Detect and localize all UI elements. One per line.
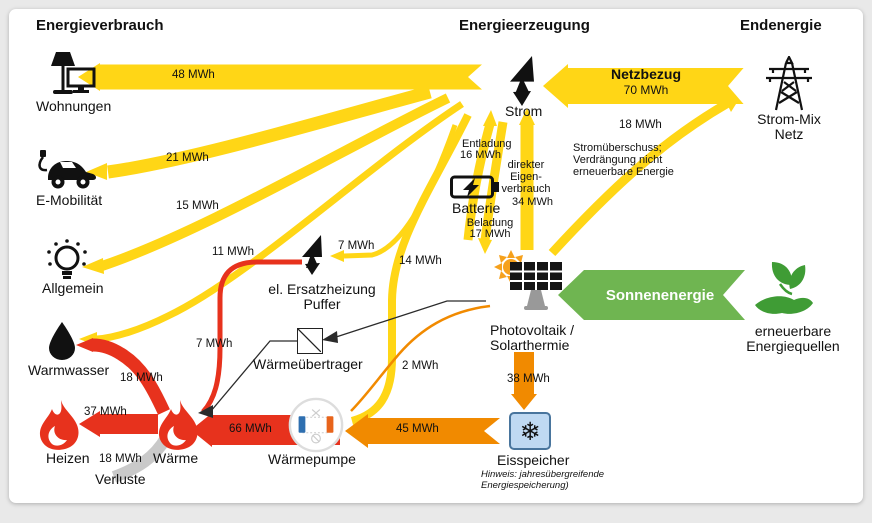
label-waermeuebertrager: Wärmeübertrager: [253, 356, 363, 372]
arrow-eigenverbrauch: [519, 108, 535, 125]
value-15mwh: 15 MWh: [176, 200, 219, 212]
flow-strom-to-waermepumpe: [350, 113, 472, 425]
waermeuebertrager-box: [297, 328, 323, 354]
arrow-netzbezug: [543, 64, 568, 108]
label-photovoltaik: Photovoltaik /: [490, 322, 575, 338]
sonnenenergie-label: Sonnenenergie: [605, 287, 715, 304]
flow-strom-to-allgemein: [100, 93, 451, 271]
heizen-flame-icon: [38, 400, 84, 455]
value-11mwh: 11 MWh: [212, 246, 254, 258]
label-strom: Strom: [505, 103, 543, 119]
arrow-ueberschuss: [722, 94, 741, 112]
notch-eisspeicher-band: [484, 418, 500, 444]
ueberschuss-line3: erneuerbare Energie: [573, 166, 674, 178]
flow-stromueberschuss: [548, 99, 731, 257]
value-45mwh: 45 MWh: [396, 423, 439, 435]
value-2mwh: 2 MWh: [402, 360, 439, 372]
eigenverbrauch-line3: verbrauch: [501, 183, 551, 195]
label-erneuerbare: erneuerbare: [754, 323, 832, 339]
value-21mwh: 21 MWh: [166, 152, 209, 164]
flow-ersatzheizung-to-waerme: [201, 259, 302, 414]
label-ersatzheizung: el. Ersatzheizung: [268, 281, 376, 297]
arrow-heizen: [79, 411, 100, 437]
header-energieverbrauch: Energieverbrauch: [36, 17, 164, 34]
label-netz: Netz: [774, 126, 804, 142]
label-waerme: Wärme: [153, 450, 199, 466]
entladung-value: 16 MWh: [460, 149, 501, 161]
beladung-label: Beladung: [466, 217, 514, 229]
notch-netzbezug-band: [728, 64, 747, 108]
label-emobilitaet: E-Mobilität: [36, 192, 103, 208]
flow-strom-to-warmwasser: [96, 101, 464, 343]
flow-solarthermie: [350, 304, 491, 412]
value-7mwh-ersatz-out: 7 MWh: [196, 338, 233, 350]
arrow-eisspeicher-in: [511, 394, 537, 410]
line-pv-to-uebertrager: [332, 300, 486, 339]
strom-bolt-icon: [506, 56, 540, 111]
eigenverbrauch-line1: direkter: [507, 159, 545, 171]
value-70mwh: 70 MWh: [623, 83, 669, 97]
solar-panel-icon: [504, 260, 566, 319]
arrow-emobilitaet: [86, 163, 107, 180]
waermepumpe-icon: [287, 396, 345, 459]
label-eisspeicher: Eisspeicher: [497, 452, 570, 468]
eisspeicher-note-line1: Hinweis: jahresübergreifende: [481, 469, 605, 480]
value-14mwh: 14 MWh: [399, 255, 442, 267]
ueberschuss-line1: Stromüberschuss;: [573, 142, 662, 154]
label-waermepumpe: Wärmepumpe: [268, 451, 356, 467]
label-batterie: Batterie: [452, 200, 501, 216]
electric-car-icon: [36, 150, 98, 197]
header-energieerzeugung: Energieerzeugung: [459, 17, 590, 34]
value-66mwh: 66 MWh: [229, 423, 272, 435]
power-pylon-icon: [766, 54, 812, 117]
flow-waerme-to-warmwasser: [92, 338, 170, 415]
flow-sonnenenergie: [558, 270, 745, 320]
water-drop-icon: [48, 322, 76, 365]
label-puffer: Puffer: [303, 296, 341, 312]
arrow-waerme: [191, 413, 212, 447]
value-48mwh: 48 MWh: [172, 69, 215, 81]
eisspeicher-note-line2: Energiespeicherung): [481, 480, 569, 491]
lamp-tv-icon: [44, 50, 96, 101]
arrowhead-uebertrager: [322, 331, 338, 343]
value-38mwh: 38 MWh: [507, 373, 550, 385]
arrowhead-waerme-small: [198, 405, 213, 418]
label-heizen: Heizen: [46, 450, 90, 466]
header-endenergie: Endenergie: [740, 17, 822, 34]
label-wohnungen: Wohnungen: [36, 98, 112, 114]
arrow-beladung: [478, 238, 492, 254]
label-energiequellen: Energiequellen: [746, 338, 840, 354]
ersatzheizung-bolt-icon: [300, 235, 328, 280]
entladung-label: Entladung: [462, 138, 512, 150]
value-34mwh: 34 MWh: [512, 196, 553, 208]
value-18mwh-netz: 18 MWh: [619, 119, 662, 131]
battery-icon: [450, 171, 500, 206]
arrow-waermepumpe-in: [345, 414, 368, 448]
arrow-allgemein: [82, 258, 104, 274]
label-allgemein: Allgemein: [42, 280, 104, 296]
eigenverbrauch-line2: Eigen-: [510, 171, 542, 183]
label-solarthermie: Solarthermie: [490, 337, 570, 353]
light-bulb-icon: [44, 238, 90, 291]
label-warmwasser: Warmwasser: [28, 362, 110, 378]
label-verluste: Verluste: [95, 471, 146, 487]
netzbezug-title: Netzbezug: [611, 66, 681, 82]
waerme-flame-icon: [157, 400, 203, 455]
arrow-ersatzheizung-in: [330, 250, 344, 262]
flow-entladung: [463, 122, 495, 241]
ueberschuss-line2: Verdrängung nicht: [573, 154, 663, 166]
arrow-warmwasser-heat: [76, 338, 93, 352]
notch-wohnungen-band: [468, 60, 487, 94]
snowflake-icon: ❄: [509, 412, 551, 450]
value-37mwh: 37 MWh: [84, 406, 127, 418]
label-strommix: Strom-Mix: [757, 111, 821, 127]
beladung-value: 17 MWh: [469, 228, 511, 240]
arrow-entladung: [483, 110, 497, 126]
value-18mwh-verluste: 18 MWh: [99, 453, 142, 465]
line-uebertrager-to-waerme: [210, 340, 299, 412]
leaves-hand-icon: [750, 260, 816, 325]
flow-strom-to-emobilitaet: [107, 85, 432, 179]
value-18mwh-warmwasser: 18 MWh: [120, 372, 163, 384]
value-7mwh-ersatz-in: 7 MWh: [338, 240, 375, 252]
